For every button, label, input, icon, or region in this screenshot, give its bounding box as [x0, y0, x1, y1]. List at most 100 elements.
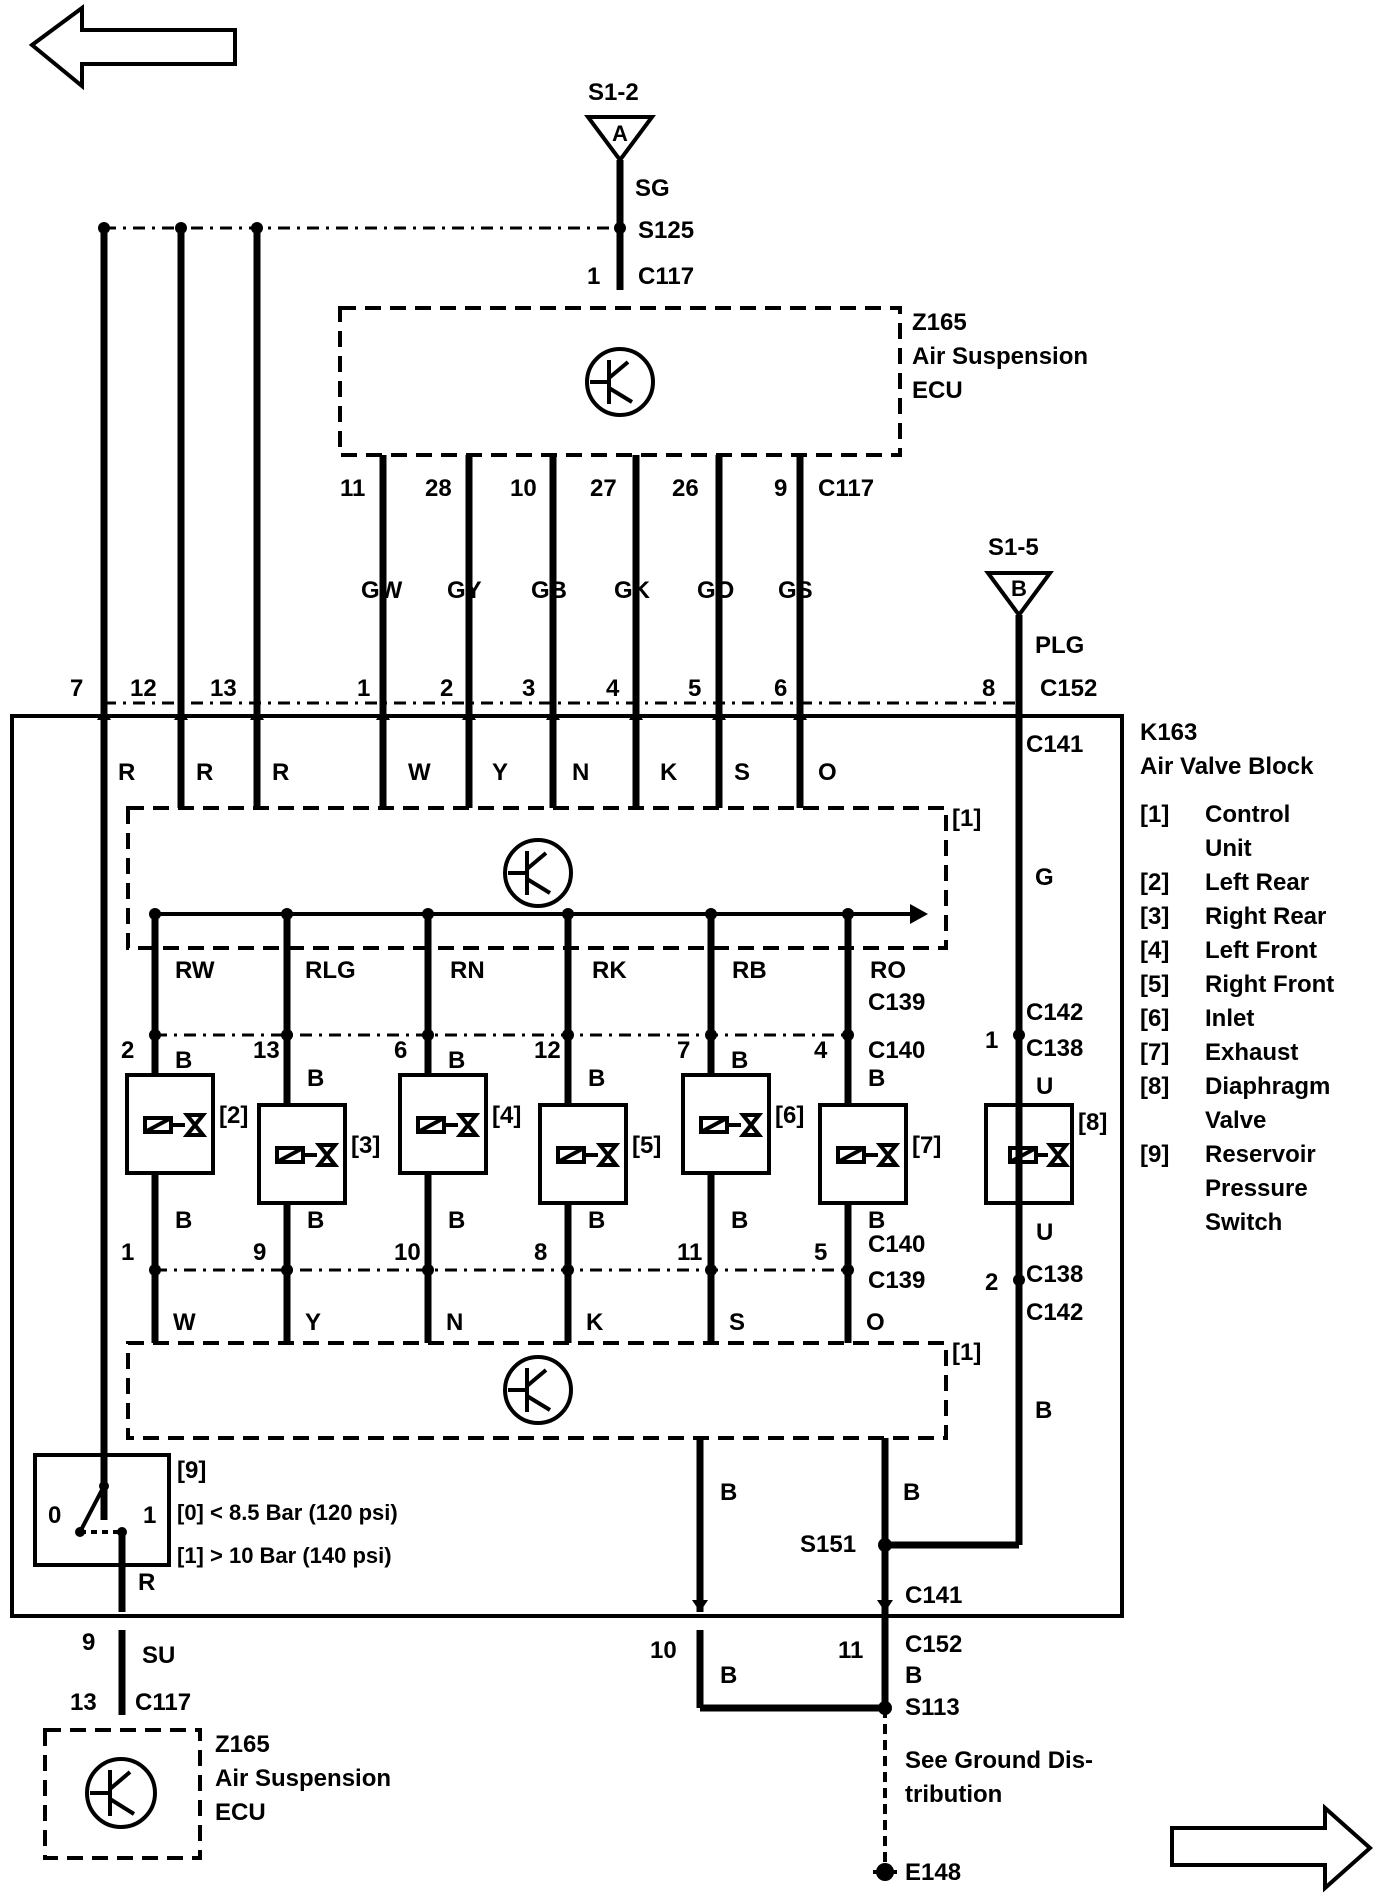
- ecu-output-wire-label: GK: [614, 577, 651, 604]
- solenoid-valve[interactable]: [398, 1073, 488, 1175]
- switch-state0: [0] < 8.5 Bar (120 psi): [177, 1500, 398, 1525]
- c152-bottom-pin-left: 10: [650, 1637, 677, 1664]
- ecu-top-line2: ECU: [912, 377, 963, 404]
- switch-contact-2: [75, 1527, 85, 1537]
- ground-note-1[interactable]: See Ground Dis-: [905, 1747, 1093, 1774]
- feed-wire-label: RK: [592, 957, 627, 984]
- arrow-left-icon[interactable]: [28, 4, 237, 91]
- valve-icon: [314, 1143, 340, 1167]
- wire-plg-label: PLG: [1035, 632, 1084, 659]
- diaphragm-upper-conn-b: C138: [1026, 1035, 1083, 1062]
- coil-icon: [276, 1146, 304, 1164]
- c141-pin-right: [877, 1600, 893, 1612]
- ecu-bottom-id: Z165: [215, 1731, 270, 1758]
- entry-wire-label: K: [660, 759, 678, 786]
- control-unit-lower-label: [1]: [952, 1339, 981, 1366]
- solenoid-valve[interactable]: [125, 1073, 215, 1175]
- diaphragm-lower-conn-a: C138: [1026, 1261, 1083, 1288]
- diaphragm-upper-wire: U: [1036, 1073, 1053, 1100]
- supply-ref-top: S1-2: [588, 79, 639, 106]
- solenoid-valve[interactable]: [257, 1103, 347, 1205]
- arrow-right-icon[interactable]: [1170, 1803, 1374, 1893]
- control-unit-lower: [126, 1341, 948, 1440]
- feed-wire-label: RW: [175, 957, 215, 984]
- legend-text: Left Front: [1205, 937, 1317, 964]
- c152-pin: 3: [522, 675, 535, 702]
- s113-node: [878, 1701, 892, 1715]
- c117-out-label: C117: [818, 475, 874, 502]
- feed-wire-label: RO: [870, 957, 906, 984]
- coil-icon: [557, 1146, 585, 1164]
- ground-note-2[interactable]: tribution: [905, 1781, 1002, 1808]
- upper-pin: 6: [394, 1037, 407, 1064]
- valve-icon: [455, 1113, 481, 1137]
- c152-pin: 6: [774, 675, 787, 702]
- solenoid-valve[interactable]: [818, 1103, 908, 1205]
- c138-upper-node: [1013, 1029, 1025, 1041]
- c140-lower-node: [422, 1264, 434, 1276]
- block-name: Air Valve Block: [1140, 753, 1314, 780]
- lower-wire-label: B: [731, 1207, 748, 1234]
- solenoid-label: [4]: [492, 1102, 521, 1129]
- c140-lower-node: [281, 1264, 293, 1276]
- feed-c139-label: C139: [868, 989, 925, 1016]
- c117-top-label: C117: [638, 263, 694, 290]
- solenoid-valve[interactable]: [538, 1103, 628, 1205]
- upper-wire-label: B: [175, 1047, 192, 1074]
- legend-text: Valve: [1205, 1107, 1266, 1134]
- c141-bottom-label: C141: [905, 1582, 962, 1609]
- upper-pin: 7: [677, 1037, 690, 1064]
- c140-upper-node: [842, 1029, 854, 1041]
- pressure-switch[interactable]: [33, 1453, 171, 1567]
- legend-text: Unit: [1205, 835, 1252, 862]
- valve-icon: [738, 1113, 764, 1137]
- ecu-bottom-connector: C117: [135, 1689, 191, 1716]
- upper-c140-label: C140: [868, 1037, 925, 1064]
- c152-pin: 2: [440, 675, 453, 702]
- valve-icon: [875, 1143, 901, 1167]
- transistor-icon: [503, 838, 573, 908]
- return-wire-label: K: [586, 1309, 604, 1336]
- c152-top-label: C152: [1040, 675, 1097, 702]
- entry-wire-label: O: [818, 759, 837, 786]
- lower-wire-label: B: [588, 1207, 605, 1234]
- switch-label: [9]: [177, 1457, 206, 1484]
- ecu-top-id: Z165: [912, 309, 967, 336]
- legend-text: Switch: [1205, 1209, 1282, 1236]
- switch-pos0: 0: [48, 1502, 61, 1529]
- coil-icon: [700, 1116, 728, 1134]
- s151-node: [878, 1538, 892, 1552]
- c140-upper-node: [281, 1029, 293, 1041]
- entry-wire-label: N: [572, 759, 589, 786]
- transistor-icon: [85, 1757, 157, 1829]
- c141-pin-icon: [793, 708, 807, 720]
- ecu-top-line1: Air Suspension: [912, 343, 1088, 370]
- entry-wire-label: S: [734, 759, 750, 786]
- arrow-head-icon: [910, 904, 928, 924]
- legend-key: [3]: [1140, 903, 1169, 930]
- ground-right-label: B: [903, 1479, 920, 1506]
- c141-pin-icon: [174, 708, 188, 720]
- legend-text: Inlet: [1205, 1005, 1254, 1032]
- ground-point-icon: [873, 1863, 897, 1881]
- return-wire-label: N: [446, 1309, 463, 1336]
- valve-icon: [595, 1143, 621, 1167]
- c152-bottom-label: C152: [905, 1631, 962, 1658]
- legend-key: [5]: [1140, 971, 1169, 998]
- wire-b-bottom-1: B: [905, 1662, 922, 1689]
- upper-pin: 13: [253, 1037, 280, 1064]
- valve-icon: [182, 1113, 208, 1137]
- diaphragm-lower-pin: 2: [985, 1269, 998, 1296]
- lower-pin: 10: [394, 1239, 421, 1266]
- legend-text: Control: [1205, 801, 1290, 828]
- c140-lower-node: [562, 1264, 574, 1276]
- c140-lower-node: [149, 1264, 161, 1276]
- valve-diaphragm[interactable]: [984, 1103, 1074, 1205]
- legend-key: [4]: [1140, 937, 1169, 964]
- coil-icon: [837, 1146, 865, 1164]
- solenoid-valve[interactable]: [681, 1073, 771, 1175]
